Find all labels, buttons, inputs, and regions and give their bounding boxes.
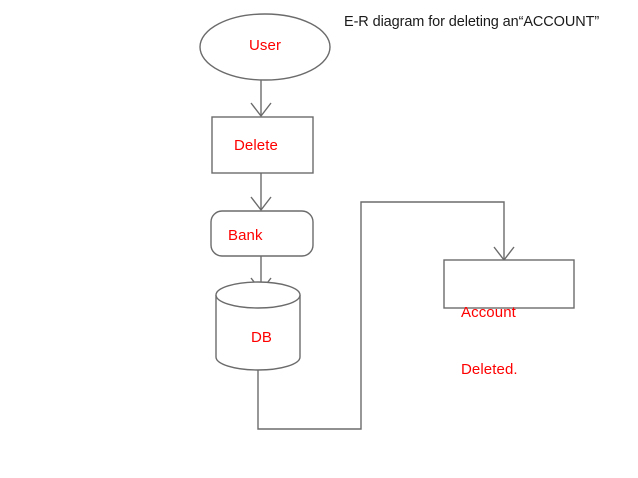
- node-delete-shape[interactable]: [211, 116, 314, 174]
- node-delete-label: Delete: [234, 137, 278, 154]
- node-account-label-line1: Account: [461, 304, 516, 321]
- diagram-title: E-R diagram for deleting an“ACCOUNT”: [344, 14, 600, 30]
- node-db-shape[interactable]: [215, 295, 301, 371]
- edge-db-to-account-path: [257, 201, 505, 430]
- node-account-label-line2: Deleted.: [461, 361, 518, 378]
- node-bank-shape[interactable]: [210, 210, 314, 257]
- node-db-top-ellipse: [215, 281, 301, 309]
- node-user-shape[interactable]: [199, 13, 331, 81]
- edge-delete-to-bank-arrowhead: [250, 196, 272, 212]
- node-user-label: User: [249, 37, 282, 54]
- edge-user-to-delete-arrowhead: [250, 102, 272, 118]
- node-db-label: DB: [251, 329, 273, 346]
- node-account-label: Account Deleted.: [461, 265, 518, 417]
- node-account-shape[interactable]: [443, 259, 575, 309]
- node-bank-label: Bank: [228, 227, 263, 244]
